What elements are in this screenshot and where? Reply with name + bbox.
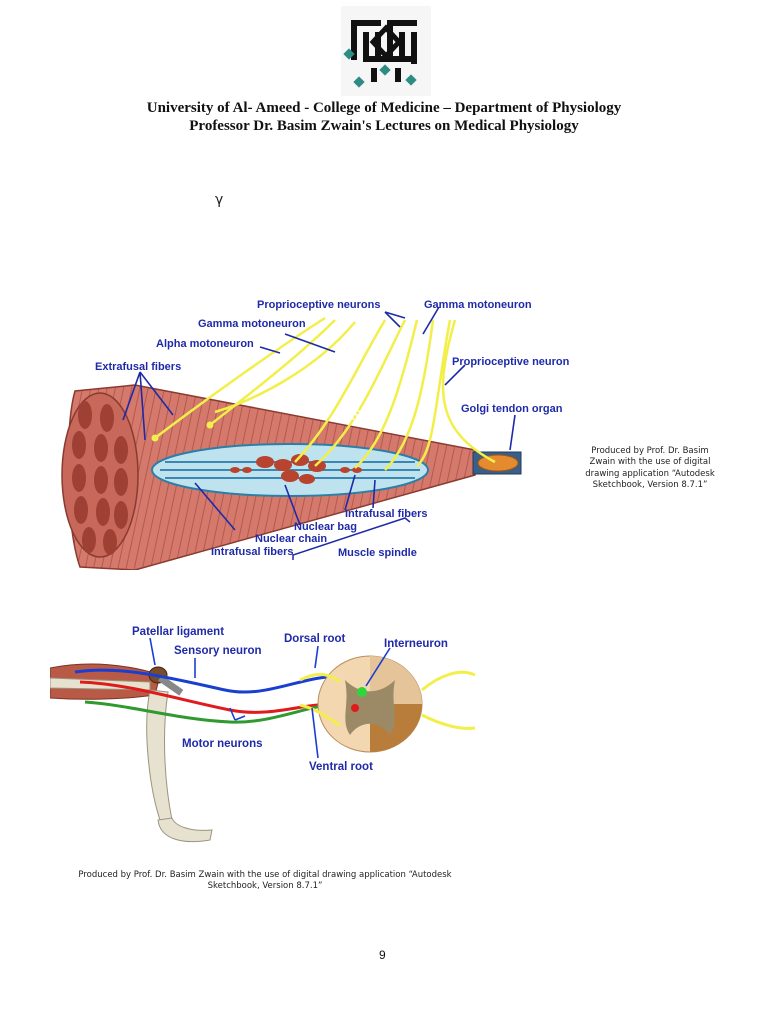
label-intrafusal-fibers-left: Intrafusal fibers: [211, 546, 294, 558]
figure2-caption: Produced by Prof. Dr. Basim Zwain with t…: [78, 870, 452, 892]
label-patellar-ligament: Patellar ligament: [132, 626, 224, 638]
spinal-cord: [317, 655, 423, 753]
reflex-label-arrows: [149, 637, 391, 759]
interneuron-cell: [357, 687, 367, 697]
golgi-tendon-organ-shape: [477, 454, 519, 472]
fascicles: [72, 401, 128, 555]
label-gamma-motoneuron-top: Gamma motoneuron: [424, 299, 532, 311]
patellar-reflex-figure: Patellar ligament Sensory neuron Dorsal …: [50, 626, 476, 843]
university-logo: [341, 6, 431, 96]
muscle-spindle-figure: Proprioceptive neurons Gamma motoneuron …: [61, 299, 570, 570]
label-sensory-neuron: Sensory neuron: [174, 645, 262, 657]
label-proprioceptive-neurons: Proprioceptive neurons: [257, 299, 380, 311]
label-ventral-root: Ventral root: [309, 761, 373, 773]
header-institution: University of Al- Ameed - College of Med…: [146, 100, 622, 116]
label-type-ia: Type Ia: [346, 387, 369, 423]
reflex-hammer: [157, 675, 184, 696]
foot-bones: [157, 817, 213, 843]
label-motor-neurons: Motor neurons: [182, 738, 263, 750]
label-golgi-tendon-organ: Golgi tendon organ: [461, 403, 563, 415]
label-gamma-motoneuron: Gamma motoneuron: [198, 318, 306, 330]
label-nuclear-bag: Nuclear bag: [294, 521, 357, 533]
label-intrafusal-fibers-right: Intrafusal fibers: [345, 508, 428, 520]
tibia-bone: [146, 689, 173, 821]
calligraphy-logo-icon: [343, 20, 417, 88]
spinal-nerves: [299, 670, 476, 730]
header-lecture-series: Professor Dr. Basim Zwain's Lectures on …: [189, 118, 579, 134]
label-proprioceptive-neuron: Proprioceptive neuron: [452, 356, 570, 368]
muscle-spindle-brace: [292, 517, 411, 560]
gamma-symbol: γ: [215, 192, 224, 208]
label-alpha-motoneuron: Alpha motoneuron: [156, 338, 254, 350]
nerve-endings: [151, 421, 214, 442]
label-nuclear-chain: Nuclear chain: [255, 533, 327, 545]
figure1-caption: Produced by Prof. Dr. Basim Zwain with t…: [585, 446, 715, 491]
label-muscle-spindle: Muscle spindle: [338, 547, 417, 559]
label-extrafusal-fibers: Extrafusal fibers: [95, 361, 181, 373]
label-arrows: [122, 306, 516, 531]
nuclei: [230, 454, 362, 484]
nerve-fibers: [154, 316, 496, 471]
label-dorsal-root: Dorsal root: [284, 633, 346, 645]
label-interneuron: Interneuron: [384, 638, 448, 650]
motor-neuron-cell: [351, 704, 359, 712]
page-number: 9: [379, 948, 386, 962]
